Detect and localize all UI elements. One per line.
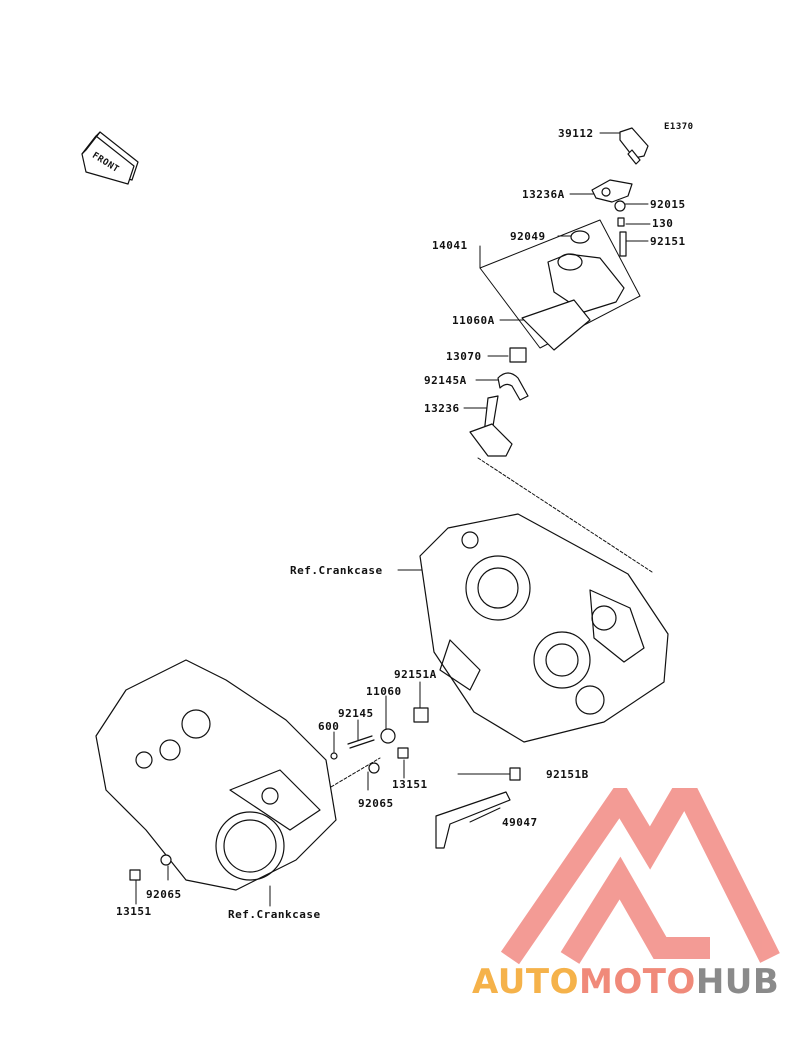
- part-13236A-lever: [591, 179, 633, 203]
- part-49047-shift-fork: [435, 791, 511, 849]
- part-92151A-plug: [413, 707, 429, 723]
- wordmark-part-hub: HUB: [695, 962, 780, 1002]
- part-13151-lower-pin: [129, 869, 141, 881]
- crankcase-upper: [419, 513, 669, 743]
- part-92049-seal: [570, 230, 590, 244]
- part-39112-sensor: [619, 127, 649, 165]
- part-13070-bushing: [509, 347, 527, 363]
- label-ref-crankcase-upper: Ref.Crankcase: [290, 564, 383, 577]
- watermark-logo: [500, 788, 780, 965]
- label-49047: 49047: [502, 816, 538, 829]
- part-cover: [547, 253, 625, 313]
- part-11060A-gasket: [521, 299, 591, 351]
- label-92015: 92015: [650, 198, 686, 211]
- part-92065-washer: [368, 762, 380, 774]
- label-92065-mid: 92065: [358, 797, 394, 810]
- label-13236A: 13236A: [522, 188, 565, 201]
- part-92151B-plug: [509, 767, 521, 781]
- logo-triangle-inner: [560, 856, 710, 964]
- label-600: 600: [318, 720, 340, 733]
- label-130: 130: [652, 217, 674, 230]
- label-13070: 13070: [446, 350, 482, 363]
- label-13236: 13236: [424, 402, 460, 415]
- label-92151B: 92151B: [546, 768, 589, 781]
- diagram-id: E1370: [664, 122, 694, 132]
- part-92145A-spring: [497, 372, 529, 401]
- label-92049: 92049: [510, 230, 546, 243]
- label-ref-crankcase-lower: Ref.Crankcase: [228, 908, 321, 921]
- label-14041: 14041: [432, 239, 468, 252]
- crankcase-lower: [95, 659, 337, 891]
- label-92145: 92145: [338, 707, 374, 720]
- wordmark-part-moto: MOTO: [578, 962, 696, 1002]
- part-600-ball: [330, 752, 338, 760]
- part-92145-spring: [347, 735, 375, 749]
- label-11060: 11060: [366, 685, 402, 698]
- label-11060A: 11060A: [452, 314, 495, 327]
- part-92015-nut: [614, 200, 626, 212]
- label-92151A: 92151A: [394, 668, 437, 681]
- part-92151-bolt: [619, 231, 627, 257]
- label-13151-mid: 13151: [392, 778, 428, 791]
- front-arrow-icon: [81, 131, 139, 185]
- label-13151-low: 13151: [116, 905, 152, 918]
- part-13151-pin: [397, 747, 409, 759]
- part-11060-washer: [380, 728, 396, 744]
- label-92065-low: 92065: [146, 888, 182, 901]
- part-13236-shaft: [469, 395, 513, 457]
- wordmark-part-auto: AUTO: [472, 962, 579, 1002]
- watermark-wordmark: AUTOMOTOHUB: [472, 962, 779, 1002]
- label-92145A: 92145A: [424, 374, 467, 387]
- part-92065-lower-washer: [160, 854, 172, 866]
- label-92151: 92151: [650, 235, 686, 248]
- part-130-bolt: [617, 217, 625, 227]
- label-39112: 39112: [558, 127, 594, 140]
- logo-triangle-outer: [500, 788, 780, 965]
